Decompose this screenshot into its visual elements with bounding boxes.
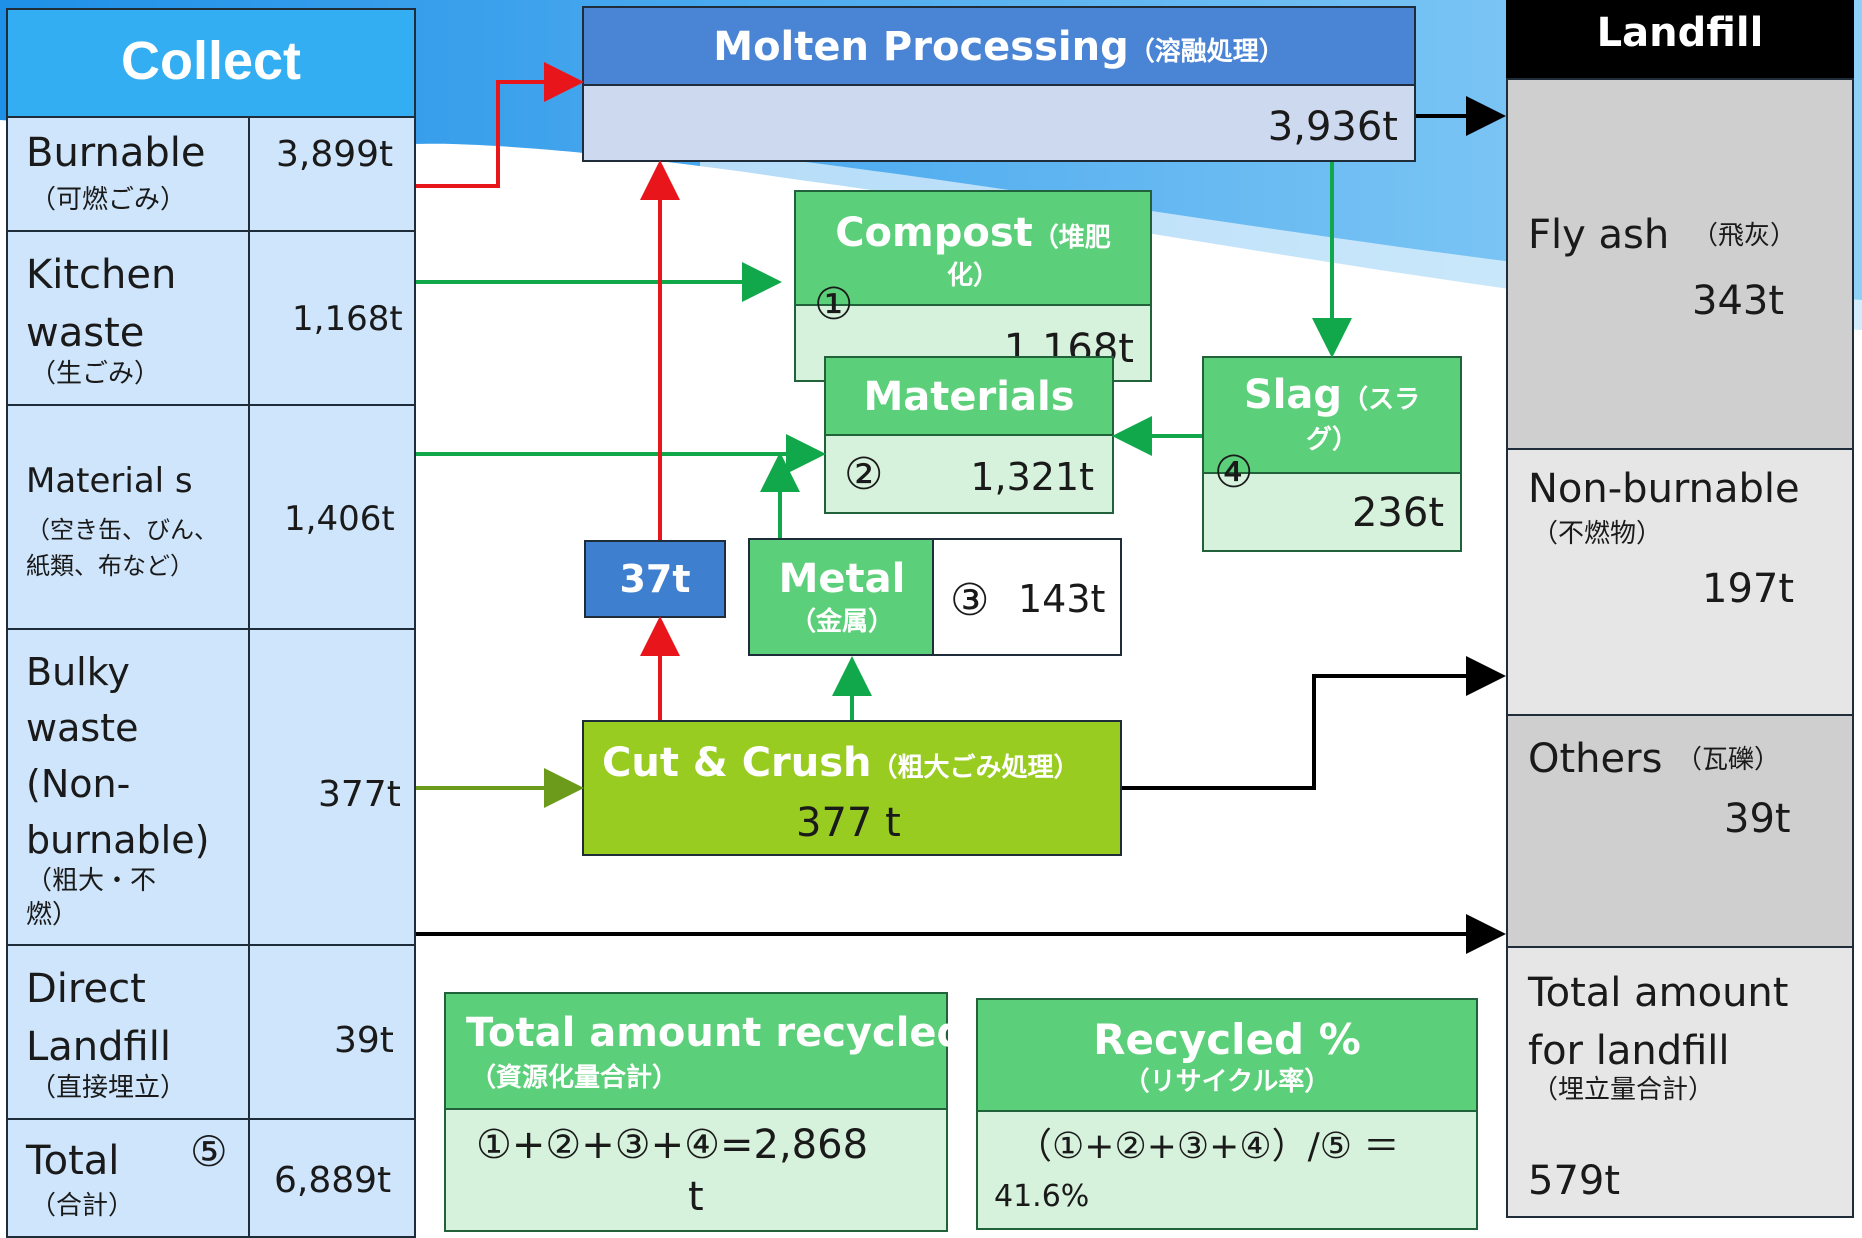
- total-recycled-formula: ①+②+③+④=2,868: [476, 1122, 868, 1168]
- collect-item-jp: （可燃ごみ）: [30, 186, 186, 216]
- collect-item-name: Material s: [26, 462, 193, 501]
- collect-header: Collect: [6, 8, 416, 118]
- slag-title-jp: （スラ: [1342, 385, 1420, 415]
- materials-marker: ②: [844, 450, 883, 501]
- collect-item-amount: 377t: [318, 774, 401, 815]
- landfill-item-jp: （瓦礫）: [1676, 746, 1780, 776]
- compost-title-text: Compost: [835, 210, 1033, 256]
- metal-marker: ③: [950, 576, 989, 627]
- collect-item-jp: （直接埋立）: [30, 1074, 186, 1104]
- slag-marker: ④: [1214, 448, 1253, 499]
- cut-crush-title-jp: （粗大ごみ処理）: [872, 753, 1080, 783]
- cut-crush-title: Cut & Crush（粗大ごみ処理）: [602, 740, 1080, 786]
- metal-header: Metal （金属）: [750, 540, 934, 654]
- recycled-pct-box: Recycled % （リサイクル率） （①+②+③+④）/⑤ ＝ 41.6%: [976, 998, 1478, 1230]
- landfill-item-amount: 343t: [1692, 278, 1784, 324]
- slag-title: Slag（スラ: [1204, 372, 1460, 418]
- compost-marker: ①: [814, 280, 853, 331]
- collect-item-amount: 1,168t: [292, 300, 403, 339]
- total-recycled-box: Total amount recycled （資源化量合計） ①+②+③+④=2…: [444, 992, 948, 1232]
- cut-crush-title-text: Cut & Crush: [602, 740, 872, 786]
- landfill-item-jp: （埋立量合計）: [1532, 1076, 1714, 1106]
- materials-header: Materials: [826, 358, 1112, 436]
- collect-item-amount: 39t: [334, 1020, 394, 1061]
- landfill-item-jp: （飛灰）: [1692, 222, 1796, 252]
- collect-item-jp: （粗大・不 燃）: [26, 864, 156, 932]
- total-recycled-title: Total amount recycled: [466, 1010, 965, 1056]
- recycled-pct-formula: （①+②+③+④）/⑤ ＝: [1016, 1126, 1399, 1167]
- landfill-item-name: Others: [1528, 736, 1662, 782]
- molten-title: Molten Processing（溶融処理）: [584, 24, 1414, 70]
- total-recycled-unit: t: [688, 1174, 704, 1220]
- recycled-pct-header: Recycled % （リサイクル率）: [978, 1000, 1476, 1112]
- landfill-item-amount: 197t: [1702, 566, 1794, 612]
- recycled-pct-title: Recycled %: [978, 1016, 1476, 1064]
- collect-item-amount: 6,889t: [274, 1160, 391, 1201]
- molten-amount: 3,936t: [1268, 104, 1398, 150]
- landfill-title: Landfill: [1506, 10, 1854, 56]
- landfill-item-amount: 579t: [1528, 1158, 1620, 1204]
- collect-item-amount: 1,406t: [284, 500, 395, 539]
- metal-title-jp: （金属）: [750, 608, 934, 638]
- landfill-item-name: Total amount for landfill: [1528, 964, 1788, 1080]
- slag-box: Slag（スラ グ） ④ 236t: [1202, 356, 1462, 552]
- cut-crush-box: Cut & Crush（粗大ごみ処理） 377 t: [582, 720, 1122, 856]
- materials-title: Materials: [826, 374, 1112, 420]
- cut-crush-amount: 377 t: [796, 800, 901, 846]
- metal-title: Metal: [750, 556, 934, 602]
- materials-amount: 1,321t: [970, 456, 1094, 500]
- molten-processing-header: Molten Processing（溶融処理）: [584, 8, 1414, 86]
- landfill-item-jp: （不燃物）: [1532, 520, 1662, 550]
- molten-processing-box: Molten Processing（溶融処理） 3,936t: [582, 6, 1416, 162]
- collect-item-amount: 3,899t: [276, 134, 393, 175]
- recycled-pct-jp: （リサイクル率）: [978, 1068, 1476, 1098]
- collect-item-name: Total: [26, 1138, 119, 1184]
- landfill-item-name: Non-burnable: [1528, 466, 1800, 512]
- collect-item-jp: （空き缶、びん、 紙類、布など）: [26, 512, 218, 584]
- total-recycled-jp: （資源化量合計）: [470, 1064, 678, 1094]
- collect-item-name: Direct Landfill: [26, 960, 171, 1076]
- landfill-row-fly-ash: [1506, 78, 1854, 450]
- landfill-item-amount: 39t: [1724, 796, 1791, 842]
- molten-title-text: Molten Processing: [713, 24, 1128, 70]
- small-amount-value: 37t: [586, 558, 724, 602]
- collect-item-name: Bulky waste (Non- burnable): [26, 644, 209, 868]
- landfill-header: Landfill: [1506, 0, 1854, 80]
- collect-title: Collect: [8, 30, 414, 92]
- slag-title-text: Slag: [1244, 372, 1342, 418]
- molten-title-jp: （溶融処理）: [1129, 37, 1285, 67]
- collect-item-jp: （生ごみ）: [30, 360, 160, 390]
- compost-title: Compost（堆肥: [796, 210, 1150, 256]
- collect-item-jp: （合計）: [30, 1192, 134, 1222]
- compost-box: Compost（堆肥 化） ① 1,168t: [794, 190, 1152, 382]
- collect-item-name: Burnable: [26, 130, 206, 176]
- metal-box: Metal （金属） ③ 143t: [748, 538, 1122, 656]
- slag-amount: 236t: [1352, 490, 1444, 536]
- compost-title-jp: （堆肥: [1033, 223, 1111, 253]
- collect-item-name: Kitchen waste: [26, 246, 176, 362]
- landfill-item-name: Fly ash: [1528, 212, 1669, 258]
- materials-box: Materials ② 1,321t: [824, 356, 1114, 514]
- metal-amount: 143t: [1018, 578, 1105, 622]
- small-amount-box: 37t: [584, 540, 726, 618]
- total-recycled-header: Total amount recycled （資源化量合計）: [446, 994, 946, 1110]
- total-marker: ⑤: [190, 1128, 228, 1176]
- recycled-pct-value: 41.6%: [994, 1180, 1089, 1215]
